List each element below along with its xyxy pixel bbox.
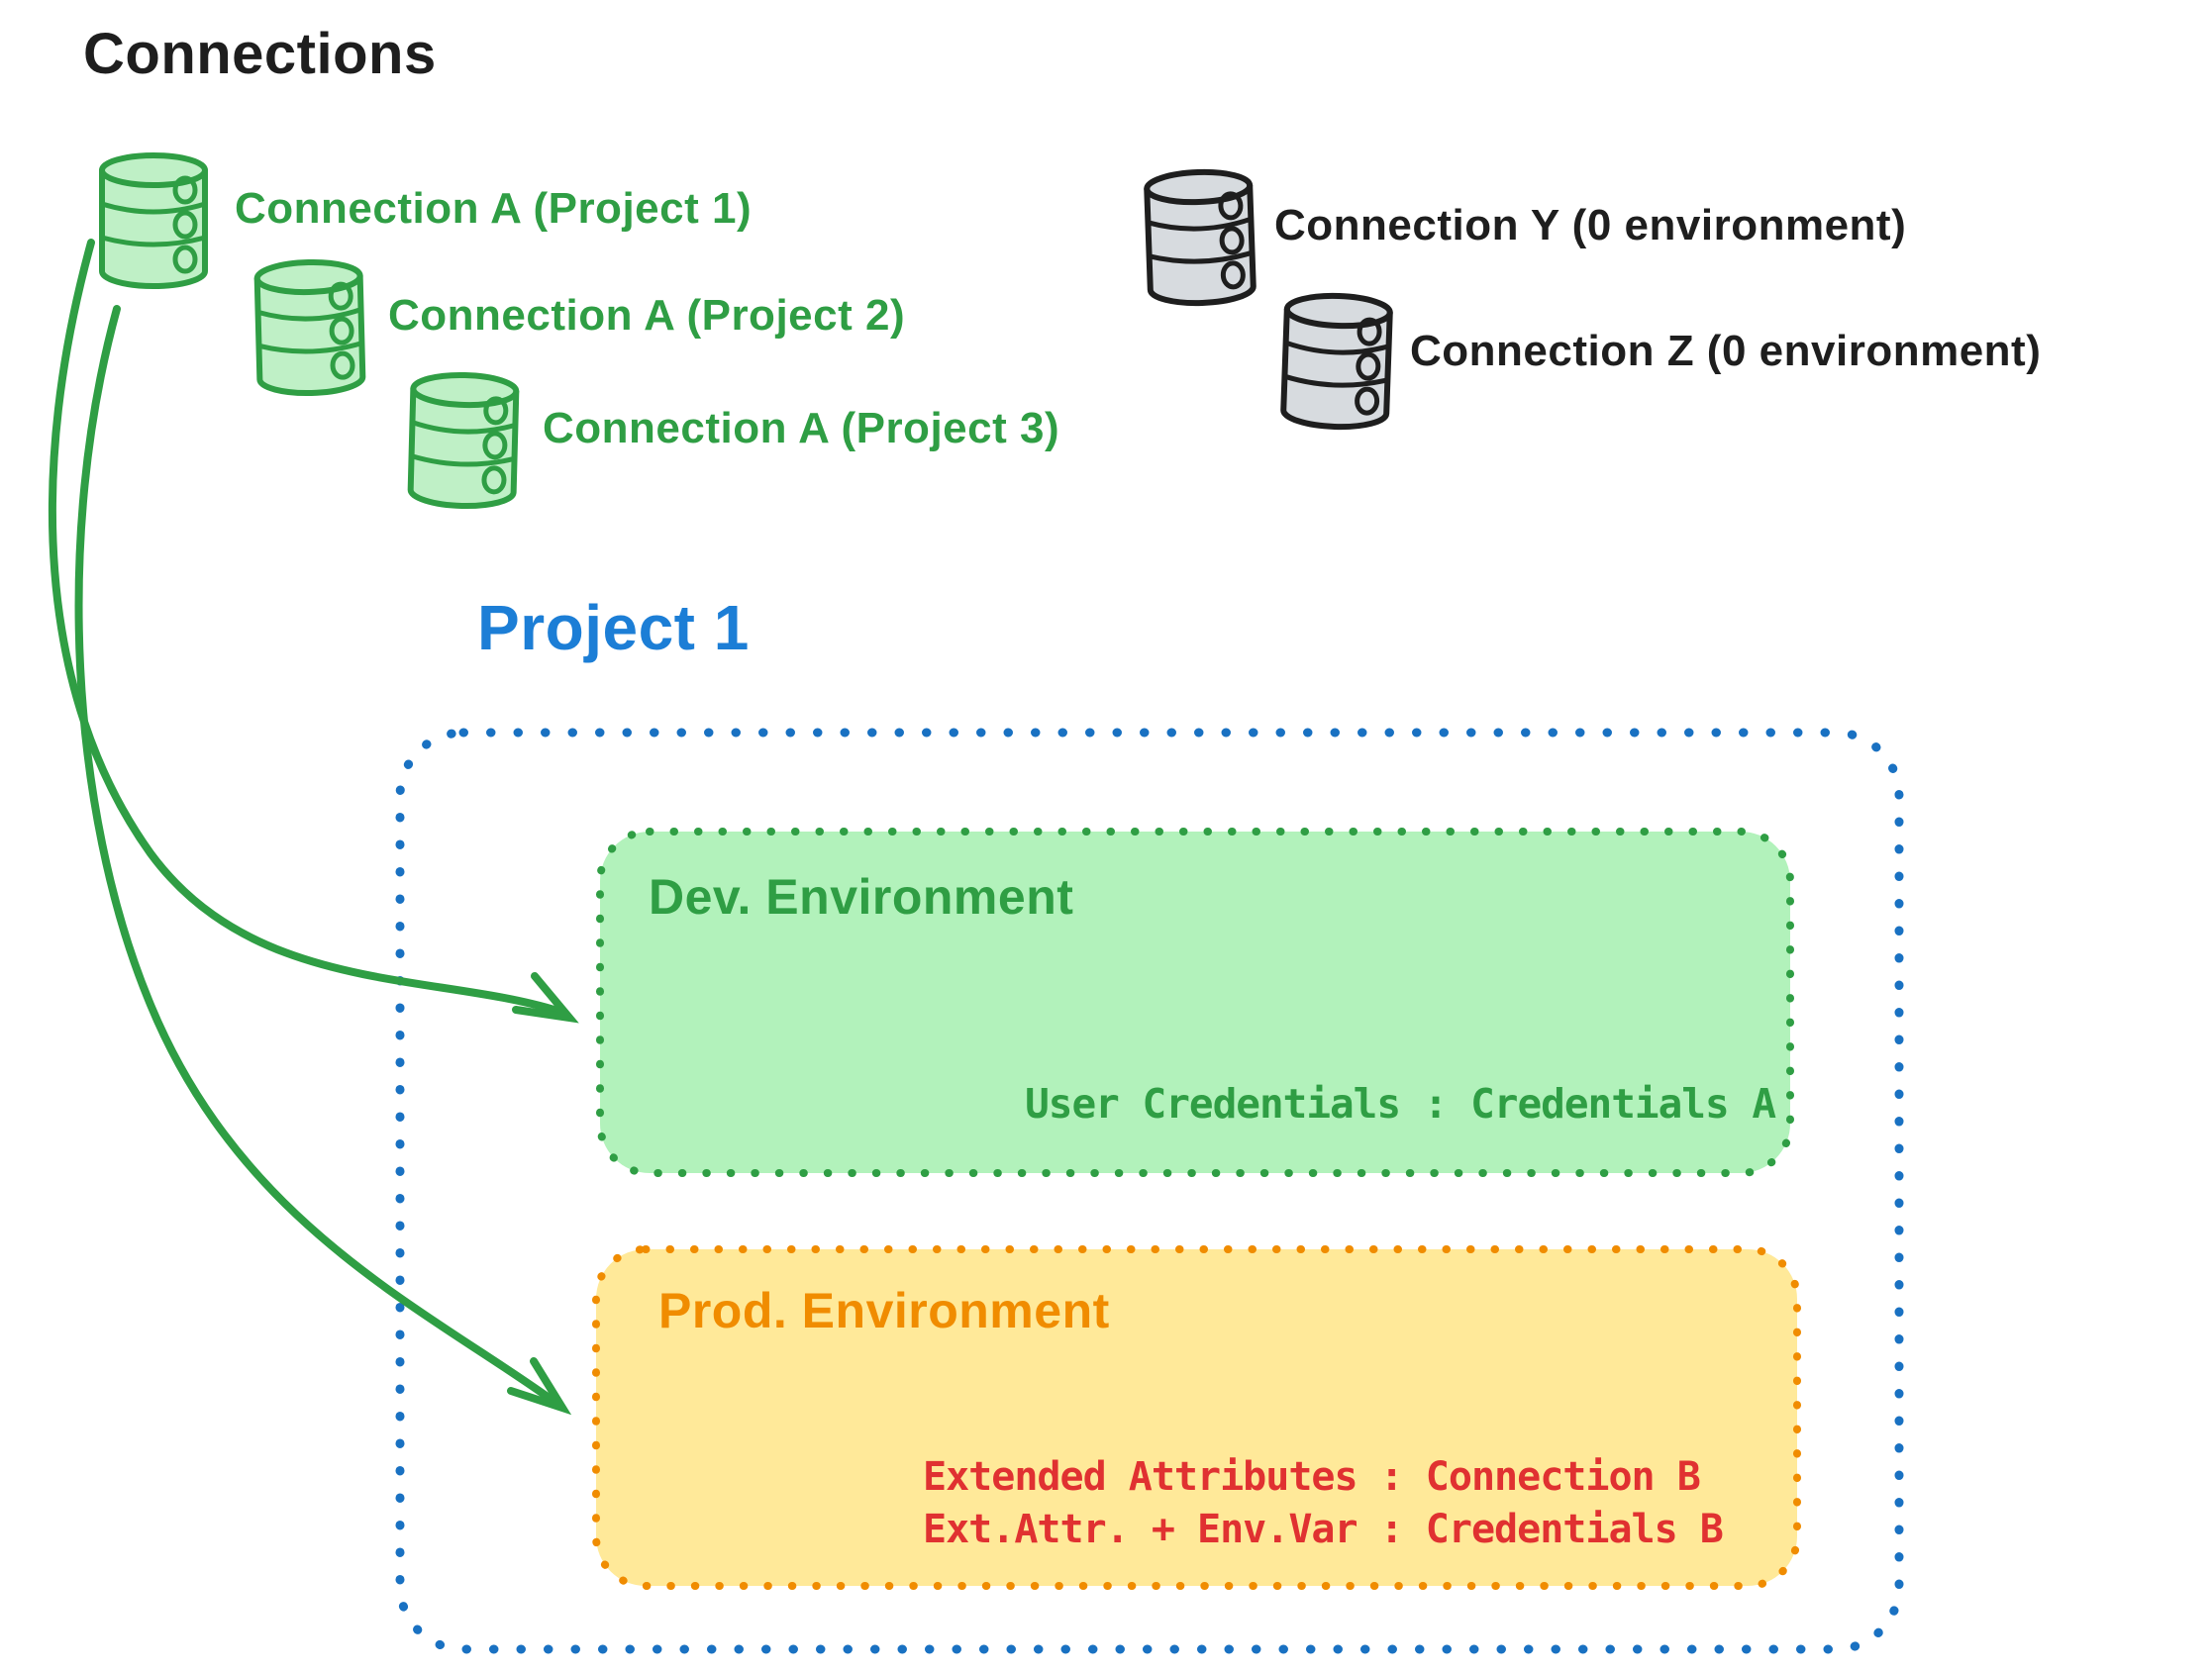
arrow-connection-to-dev: [49, 239, 579, 1024]
prod-environment-mappings: Extended Attributes : Connection B Ext.At…: [923, 1451, 1724, 1556]
database-icon-connection-z: [1282, 294, 1391, 429]
prod-mapping-line2: Ext.Attr. + Env.Var : Credentials B: [923, 1507, 1724, 1552]
project1-title: Project 1: [477, 592, 750, 663]
prod-environment-box: [592, 1245, 1801, 1590]
connection-y-label: Connection Y (0 environment): [1274, 201, 1907, 249]
page-title: Connections: [83, 22, 437, 86]
project1-container-box: [395, 728, 1904, 1654]
prod-mapping-line1: Extended Attributes : Connection B: [923, 1454, 1701, 1500]
database-icon-connection-a-project3: [410, 373, 517, 508]
connection-a-project2-label: Connection A (Project 2): [388, 291, 906, 340]
connection-a-project1-label: Connection A (Project 1): [235, 184, 753, 233]
connection-a-project3-label: Connection A (Project 3): [543, 404, 1060, 452]
database-icon-connection-a-project2: [256, 260, 363, 395]
dev-environment-title: Dev. Environment: [649, 869, 1074, 925]
connection-z-label: Connection Z (0 environment): [1410, 327, 2042, 375]
prod-environment-title: Prod. Environment: [658, 1283, 1110, 1338]
arrow-connection-to-prod: [74, 305, 572, 1416]
dev-environment-credential-mapping: User Credentials : Credentials A: [1025, 1080, 1776, 1128]
database-icon-connection-y: [1146, 170, 1255, 305]
database-icon-connection-a-project1: [102, 155, 205, 286]
dev-environment-box: [596, 828, 1794, 1177]
